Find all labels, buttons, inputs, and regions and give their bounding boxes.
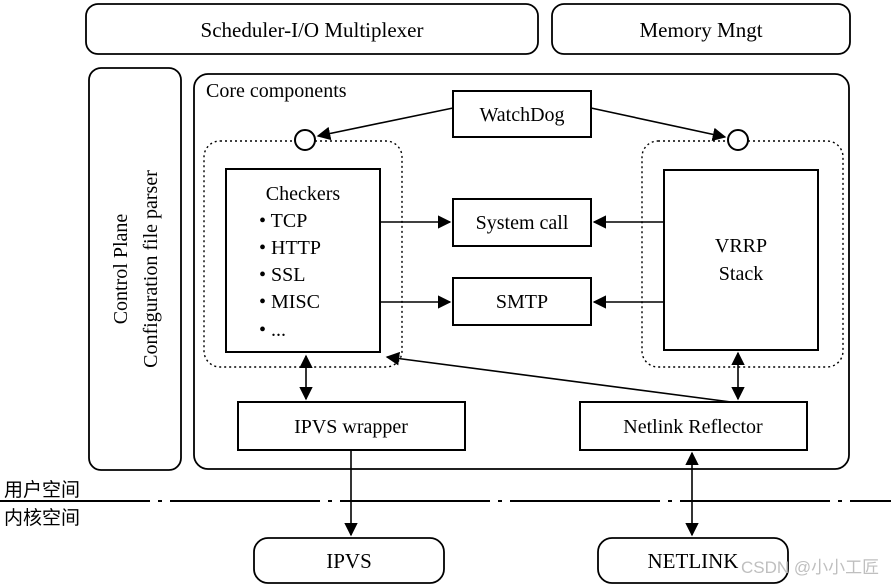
vrrp-stack-label-line2: Stack	[719, 263, 763, 285]
checkers-box	[225, 168, 381, 353]
checkers-item-http: • HTTP	[259, 237, 321, 259]
arrow-netlink-reflector-to-checkers	[385, 351, 732, 403]
smtp-box	[452, 277, 592, 326]
ipvs-box	[253, 537, 445, 584]
scheduler-io-multiplexer-box	[85, 3, 539, 55]
user-space-label: 用户空间	[4, 479, 80, 501]
system-call-label: System call	[476, 212, 569, 234]
arrow-watchdog-to-checkers-group	[316, 107, 454, 141]
netlink-box	[597, 537, 789, 584]
core-components-title: Core components	[206, 80, 347, 102]
vrrp-stack-label-line1: VRRP	[715, 235, 767, 257]
watchdog-label: WatchDog	[479, 104, 564, 126]
scheduler-io-multiplexer-label: Scheduler-I/O Multiplexer	[201, 18, 424, 42]
vrrp-group-attach-circle	[727, 129, 749, 151]
checkers-group-attach-circle	[294, 129, 316, 151]
arrow-watchdog-to-vrrp-group	[590, 107, 727, 142]
netlink-reflector-label: Netlink Reflector	[623, 416, 763, 438]
system-call-box	[452, 198, 592, 247]
vrrp-stack-box	[663, 169, 819, 351]
checkers-item-tcp: • TCP	[259, 210, 307, 232]
checkers-item-ssl: • SSL	[259, 264, 305, 286]
kernel-space-label: 内核空间	[4, 507, 80, 529]
memory-mngt-label: Memory Mngt	[639, 18, 762, 42]
control-plane-box	[88, 67, 182, 471]
control-plane-label-line1: Control Plane	[110, 214, 132, 325]
ipvs-wrapper-box	[237, 401, 466, 451]
checkers-title: Checkers	[266, 183, 341, 205]
checkers-item-more: • ...	[259, 319, 286, 341]
ipvs-wrapper-label: IPVS wrapper	[294, 416, 408, 438]
checkers-item-misc: • MISC	[259, 291, 320, 313]
smtp-label: SMTP	[496, 291, 548, 313]
vrrp-group-dotted-box	[641, 140, 844, 368]
ipvs-label: IPVS	[326, 549, 372, 573]
control-plane-label-line2: Configuration file parser	[140, 170, 162, 368]
netlink-reflector-box	[579, 401, 808, 451]
memory-mngt-box	[551, 3, 851, 55]
watchdog-box	[452, 90, 592, 138]
watermark-text: CSDN @小小工匠	[741, 558, 879, 577]
netlink-label: NETLINK	[648, 549, 739, 573]
